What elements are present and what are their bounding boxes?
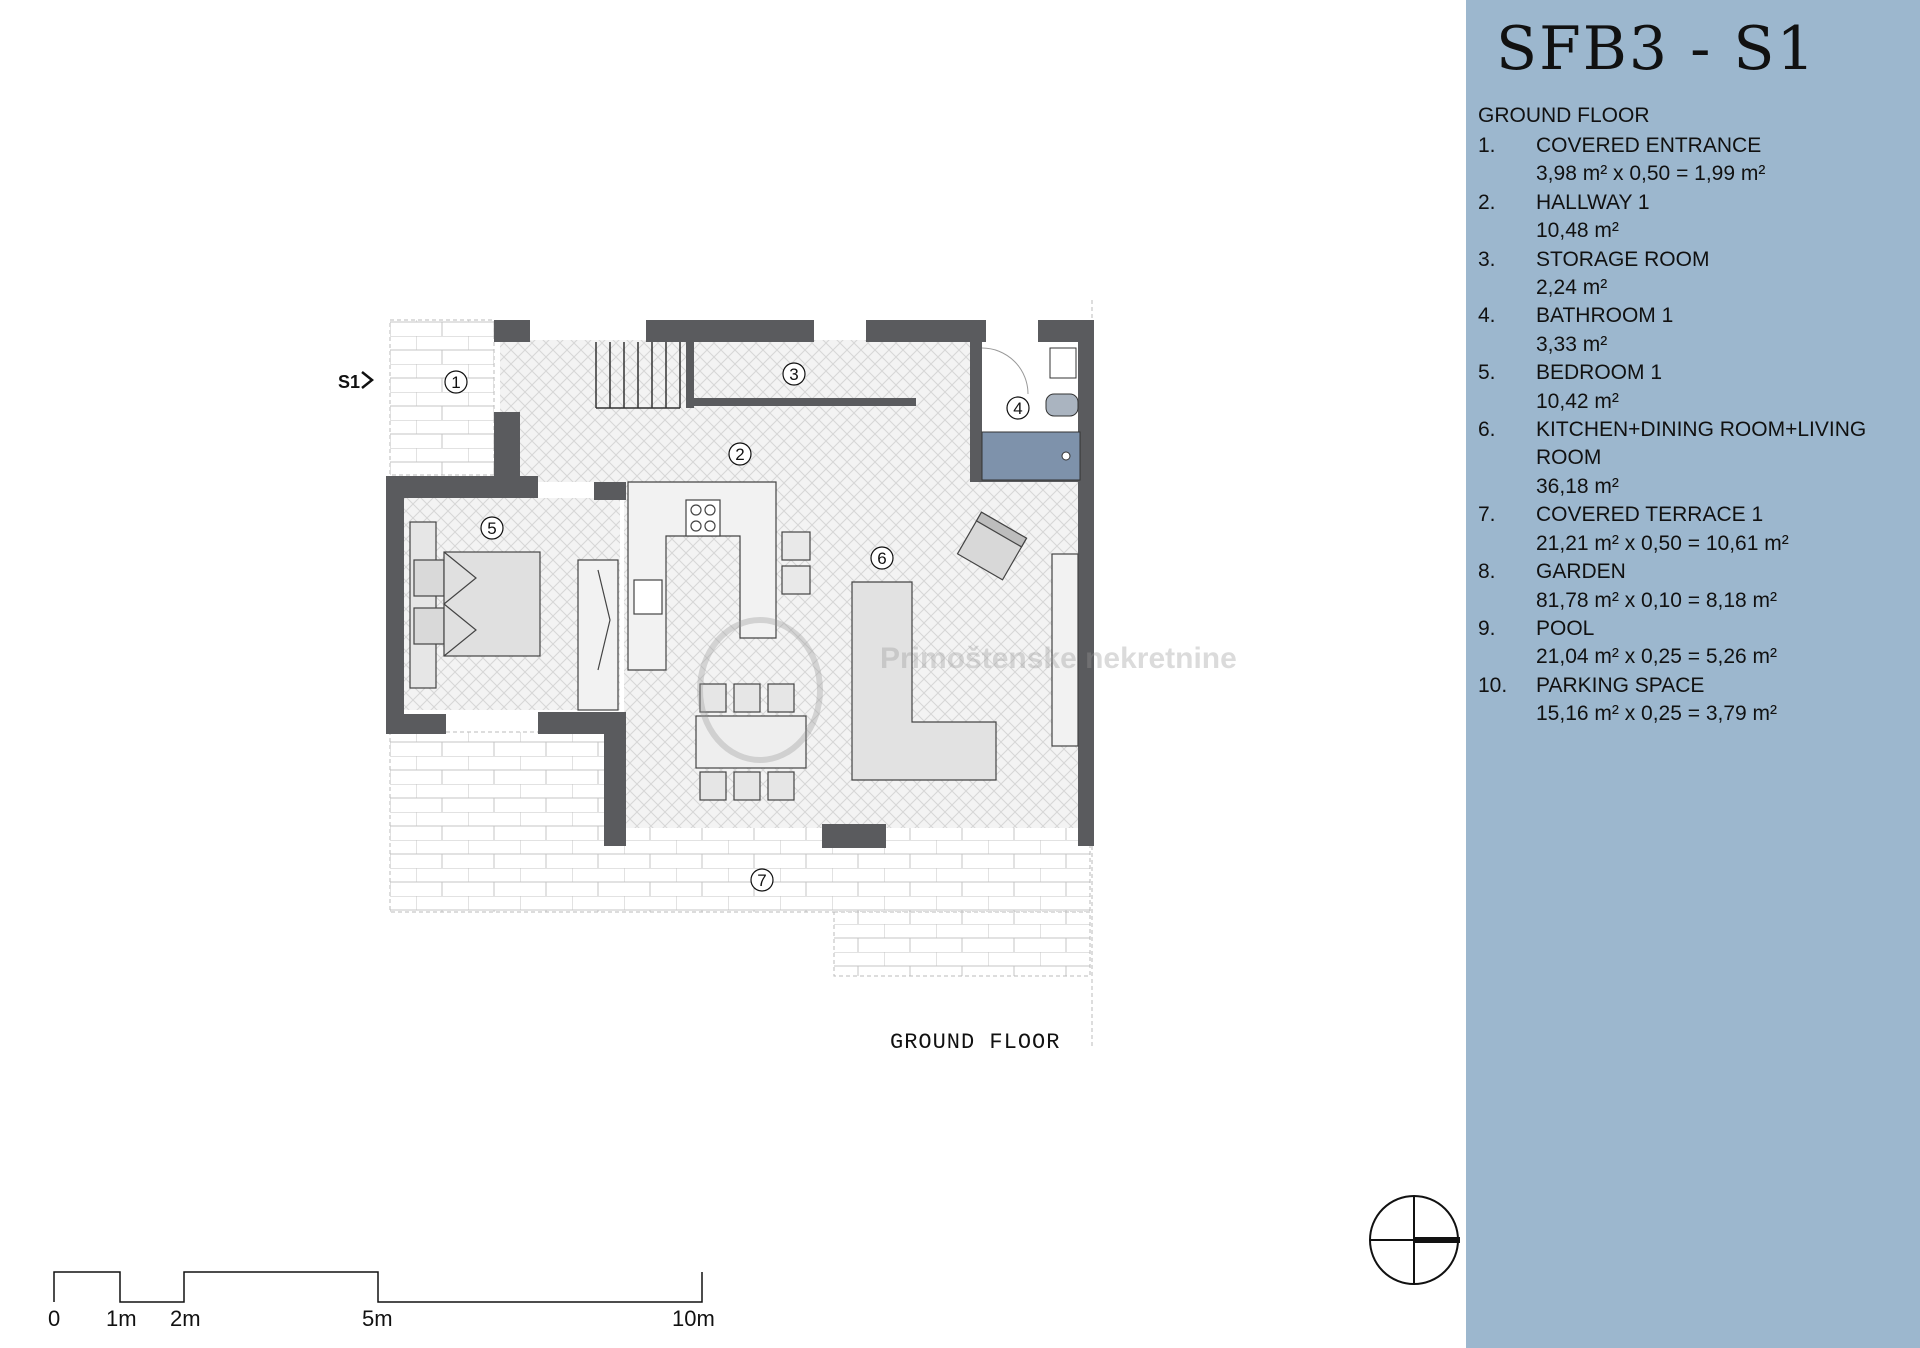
legend-item: 10. PARKING SPACE 15,16 m² x 0,25 = 3,79 m… (1478, 672, 1916, 729)
staircase (595, 342, 681, 409)
legend-item-area: 15,16 m² x 0,25 = 3,79 m² (1536, 702, 1778, 726)
svg-text:5m: 5m (362, 1306, 393, 1331)
legend-item-area: 21,04 m² x 0,25 = 5,26 m² (1536, 645, 1778, 669)
svg-text:1: 1 (451, 373, 460, 392)
watermark: Primoštenske nekretnine (697, 617, 1237, 763)
legend-item-area: 10,48 m² (1536, 219, 1619, 243)
legend-item-number: 1. (1478, 134, 1496, 157)
bedroom-furniture (409, 521, 619, 711)
kitchen (627, 481, 811, 671)
legend-item-area: 81,78 m² x 0,10 = 8,18 m² (1536, 588, 1778, 612)
legend-item: 8. GARDEN 81,78 m² x 0,10 = 8,18 m² (1478, 558, 1916, 615)
room-legend: 1. COVERED ENTRANCE 3,98 m² x 0,50 = 1,99 … (1478, 132, 1916, 729)
room-marker-5: 5 (480, 516, 504, 540)
floor-heading: GROUND FLOOR (1478, 104, 1650, 127)
living-furniture (851, 511, 1079, 781)
svg-text:6: 6 (877, 549, 886, 568)
legend-item: 1. COVERED ENTRANCE 3,98 m² x 0,50 = 1,99 … (1478, 132, 1916, 189)
legend-item-name: COVERED TERRACE 1 (1536, 503, 1764, 527)
svg-text:5: 5 (487, 519, 496, 538)
legend-item: 4. BATHROOM 1 3,33 m² (1478, 302, 1916, 359)
legend-panel: SFB3 - S1 GROUND FLOOR 1. COVERED ENTRANC… (1466, 0, 1920, 1348)
legend-item-number: 4. (1478, 304, 1496, 328)
legend-item-area: 2,24 m² (1536, 276, 1608, 300)
legend-item-name: KITCHEN+DINING ROOM+LIVING ROOM (1536, 418, 1867, 470)
room-marker-1: 1 (444, 370, 468, 394)
svg-text:1m: 1m (106, 1306, 137, 1331)
floor-plan: Primoštenske nekretnine 1 2 3 4 5 6 7 S1… (48, 300, 1460, 1331)
legend-item-name: BATHROOM 1 (1536, 304, 1674, 328)
legend-item: 6. KITCHEN+DINING ROOM+LIVING ROOM 36,18 m… (1478, 416, 1916, 501)
svg-text:3: 3 (789, 365, 798, 384)
legend-item: 7. COVERED TERRACE 1 21,21 m² x 0,50 = 10,… (1478, 501, 1916, 558)
legend-item-number: 6. (1478, 418, 1496, 442)
room-marker-6: 6 (870, 546, 894, 570)
legend-item-number: 10. (1478, 673, 1508, 697)
legend-item-name: POOL (1536, 616, 1595, 640)
svg-text:4: 4 (1013, 399, 1022, 418)
svg-text:2m: 2m (170, 1306, 201, 1331)
legend-item-name: BEDROOM 1 (1536, 361, 1663, 385)
room-marker-4: 4 (1006, 396, 1030, 420)
legend-item-number: 3. (1478, 247, 1496, 271)
legend-item-name: STORAGE ROOM (1536, 247, 1710, 271)
room-marker-2: 2 (728, 442, 752, 466)
compass-icon (1369, 1195, 1460, 1285)
section-marker: S1 (338, 371, 375, 392)
plan-title: SFB3 - S1 (1496, 14, 1817, 84)
legend-item: 3. STORAGE ROOM 2,24 m² (1478, 246, 1916, 303)
legend-item-name: COVERED ENTRANCE (1536, 134, 1762, 157)
svg-text:2: 2 (735, 445, 744, 464)
svg-text:7: 7 (757, 871, 766, 890)
legend-item-area: 10,42 m² (1536, 389, 1619, 413)
svg-text:S1: S1 (338, 372, 360, 392)
legend-item-name: HALLWAY 1 (1536, 190, 1650, 214)
room-marker-7: 7 (750, 868, 774, 892)
legend-item-area: 36,18 m² (1536, 474, 1619, 498)
dining-set (695, 683, 807, 801)
legend-item: 2. HALLWAY 1 10,48 m² (1478, 189, 1916, 246)
legend-item-number: 9. (1478, 616, 1496, 640)
legend-item: 5. BEDROOM 1 10,42 m² (1478, 359, 1916, 416)
floor-label: GROUND FLOOR (890, 1030, 1060, 1055)
legend-item: 9. POOL 21,04 m² x 0,25 = 5,26 m² (1478, 615, 1916, 672)
room-markers: 1 2 3 4 5 6 7 (444, 362, 1030, 892)
legend-item-area: 3,98 m² x 0,50 = 1,99 m² (1536, 162, 1766, 186)
room-marker-3: 3 (782, 362, 806, 386)
legend-item-area: 3,33 m² (1536, 332, 1608, 356)
scale-bar: 0 1m 2m 5m 10m (48, 1271, 715, 1331)
legend-item-area: 21,21 m² x 0,50 = 10,61 m² (1536, 531, 1789, 555)
legend-item-number: 5. (1478, 361, 1496, 385)
bathroom-fixtures (981, 347, 1081, 481)
svg-text:Primoštenske nekretnine: Primoštenske nekretnine (880, 642, 1237, 675)
legend-item-number: 7. (1478, 503, 1496, 527)
legend-item-number: 8. (1478, 560, 1496, 584)
svg-text:0: 0 (48, 1306, 60, 1331)
legend-item-name: PARKING SPACE (1536, 673, 1705, 697)
svg-text:10m: 10m (672, 1306, 715, 1331)
legend-item-name: GARDEN (1536, 560, 1626, 584)
legend-item-number: 2. (1478, 190, 1496, 214)
